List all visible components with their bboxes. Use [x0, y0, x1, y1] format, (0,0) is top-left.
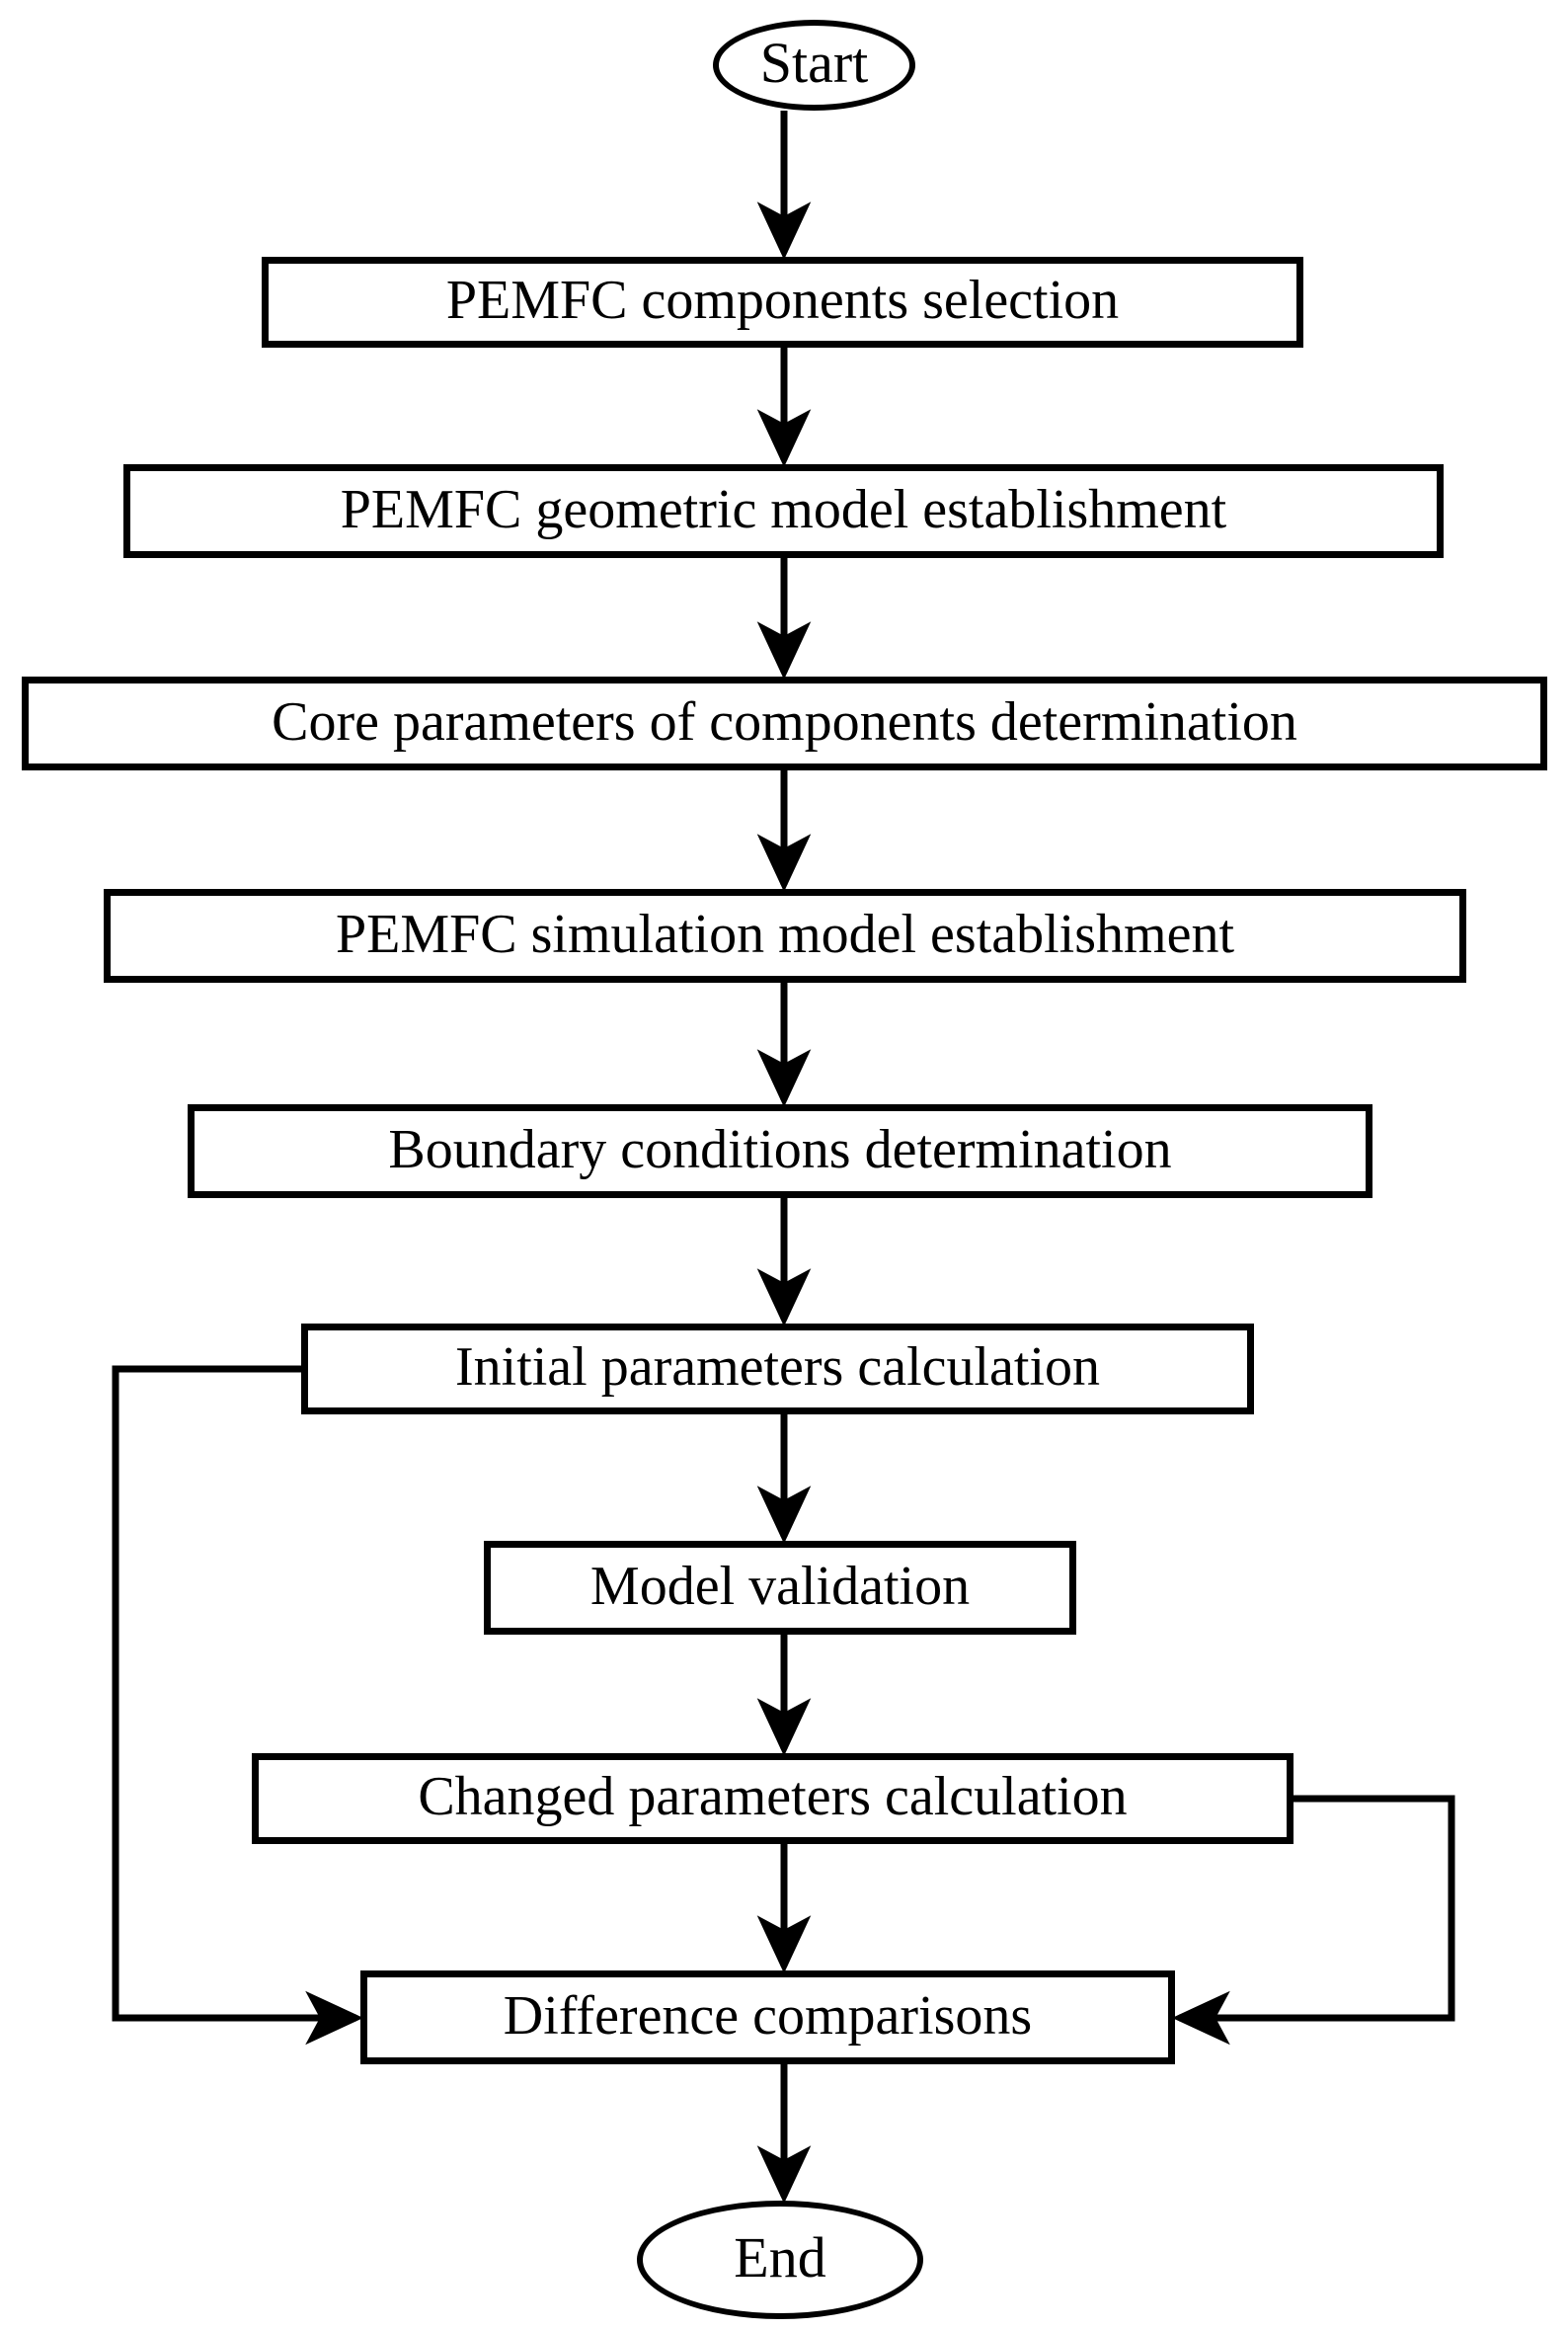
node-initial-parameters-calculation-label: Initial parameters calculation	[454, 1336, 1101, 1398]
node-end-label: End	[734, 2225, 826, 2290]
node-core-parameters-determination[interactable]: Core parameters of components determinat…	[22, 677, 1547, 770]
node-pemfc-geometric-model-establishment[interactable]: PEMFC geometric model establishment	[123, 464, 1444, 558]
node-boundary-conditions-determination-label: Boundary conditions determination	[388, 1118, 1172, 1180]
node-boundary-conditions-determination[interactable]: Boundary conditions determination	[188, 1104, 1372, 1198]
node-model-validation[interactable]: Model validation	[484, 1541, 1076, 1635]
node-model-validation-label: Model validation	[589, 1555, 971, 1617]
node-difference-comparisons-label: Difference comparisons	[503, 1984, 1033, 2047]
node-pemfc-simulation-model-establishment[interactable]: PEMFC simulation model establishment	[104, 889, 1466, 983]
node-pemfc-components-selection[interactable]: PEMFC components selection	[262, 257, 1303, 348]
node-pemfc-simulation-model-establishment-label: PEMFC simulation model establishment	[336, 903, 1234, 965]
node-core-parameters-determination-label: Core parameters of components determinat…	[272, 690, 1297, 753]
node-pemfc-geometric-model-establishment-label: PEMFC geometric model establishment	[340, 478, 1227, 540]
node-difference-comparisons[interactable]: Difference comparisons	[360, 1970, 1175, 2064]
connector-left-feedback-loop	[112, 1365, 363, 2046]
node-start-label: Start	[759, 31, 869, 95]
node-end[interactable]: End	[637, 2201, 923, 2319]
node-changed-parameters-calculation-label: Changed parameters calculation	[418, 1766, 1128, 1827]
node-pemfc-components-selection-label: PEMFC components selection	[445, 270, 1120, 331]
node-initial-parameters-calculation[interactable]: Initial parameters calculation	[301, 1324, 1254, 1414]
node-changed-parameters-calculation[interactable]: Changed parameters calculation	[252, 1753, 1294, 1844]
node-start[interactable]: Start	[713, 20, 915, 111]
